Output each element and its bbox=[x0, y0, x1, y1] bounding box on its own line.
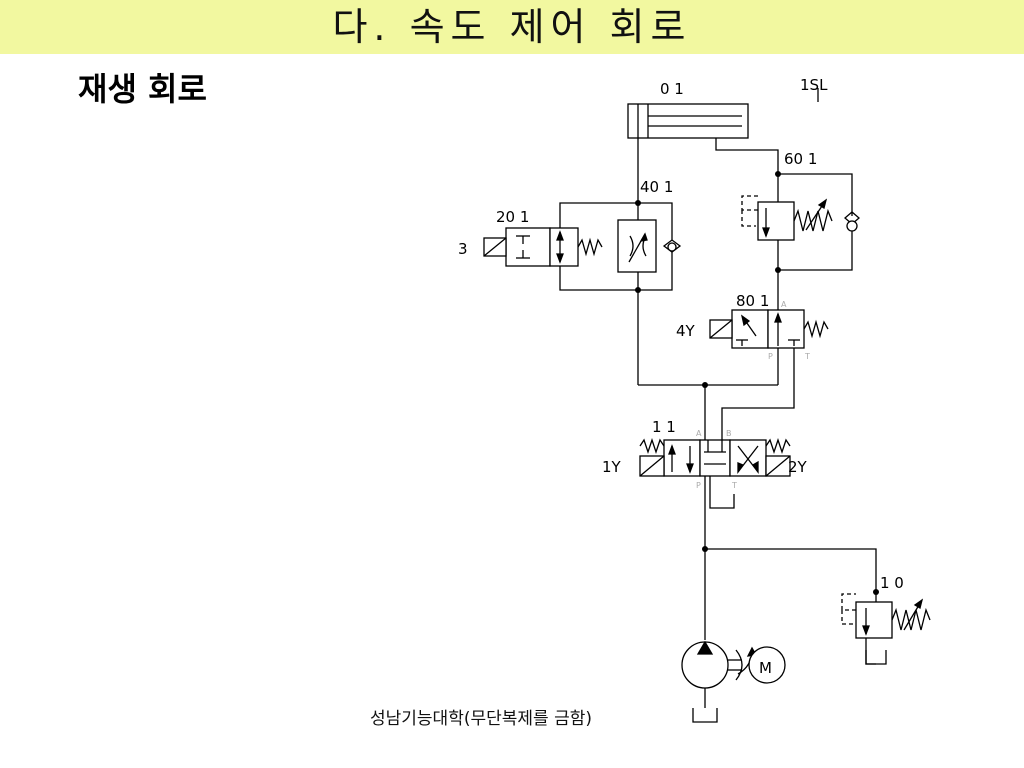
label-cylinder: 0 1 bbox=[660, 80, 684, 98]
label-dir-valve: 1 1 bbox=[652, 418, 676, 436]
label-limit-switch: 1SL bbox=[800, 76, 828, 94]
label-two-way-coil: 4Y bbox=[676, 322, 696, 340]
label-solenoid-left-coil: 3 bbox=[458, 240, 468, 258]
label-relief-top: 60 1 bbox=[784, 150, 817, 168]
label-relief-bottom: 1 0 bbox=[880, 574, 904, 592]
relief-valve-10 bbox=[841, 592, 931, 665]
junction-dots bbox=[635, 171, 879, 595]
electric-motor bbox=[748, 646, 786, 684]
label-port-b: B bbox=[726, 429, 732, 438]
circuit-subtitle: 재생 회로 bbox=[78, 70, 207, 108]
label-coil-1y: 1Y bbox=[602, 458, 622, 476]
label-flow-valve: 40 1 bbox=[640, 178, 673, 196]
label-two-way-valve: 80 1 bbox=[736, 292, 769, 310]
flow-control-valve bbox=[617, 219, 682, 273]
label-port-p-top: P bbox=[768, 352, 773, 361]
solenoid-valve-201 bbox=[483, 227, 603, 267]
footer-copyright: 성남기능대학(무단복제를 금함) bbox=[370, 709, 592, 729]
label-port-a: A bbox=[696, 429, 702, 438]
hydraulic-cylinder bbox=[627, 103, 749, 139]
label-coil-2y: 2Y bbox=[788, 458, 808, 476]
label-port-t-top: T bbox=[804, 352, 810, 361]
relief-valve-601 bbox=[741, 195, 860, 241]
label-motor: M bbox=[759, 659, 772, 677]
label-solenoid-valve-left: 20 1 bbox=[496, 208, 529, 226]
label-port-p: P bbox=[696, 481, 701, 490]
title-bar: 다. 속도 제어 회로 bbox=[0, 0, 1024, 54]
label-port-t: T bbox=[731, 481, 737, 490]
directional-valve-801 bbox=[709, 309, 829, 349]
slide-title: 다. 속도 제어 회로 bbox=[332, 5, 692, 49]
label-port-a-top: A bbox=[781, 300, 787, 309]
hydraulic-pump bbox=[681, 640, 758, 723]
directional-valve-11 bbox=[639, 437, 791, 477]
